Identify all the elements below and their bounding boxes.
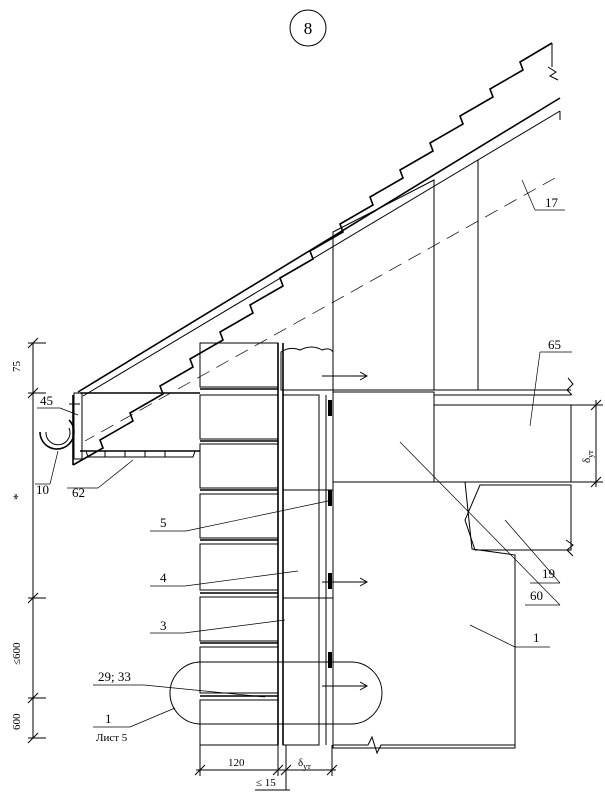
masonry-wall <box>332 179 516 749</box>
sheet-number-badge: 8 <box>289 9 327 47</box>
left-dimension-chain <box>27 337 46 744</box>
roof-insulation <box>433 377 574 483</box>
callout-10: 10 <box>36 482 49 497</box>
gutter <box>39 403 80 450</box>
detail-highlight-oval <box>169 661 383 725</box>
right-dimension <box>571 399 603 488</box>
callout-1-right: 1 <box>533 630 540 645</box>
callout-17: 17 <box>545 195 559 210</box>
sheet-number-text: 8 <box>304 19 313 38</box>
bottom-dimension-chain <box>194 745 338 791</box>
callout-19: 19 <box>542 566 555 581</box>
dim-star: * <box>10 494 25 501</box>
dim-delta-right: δут <box>581 450 595 463</box>
callout-sheet-ref: Лист 5 <box>96 732 128 744</box>
anchor-ties <box>322 371 369 691</box>
wall-break-line <box>333 735 515 755</box>
brick-facing <box>199 342 279 746</box>
eaves-soffit <box>73 392 200 460</box>
dim-le-15: ≤ 15 <box>256 777 276 789</box>
floor-beam <box>464 484 574 557</box>
floor-belt <box>332 391 435 483</box>
roof-covering <box>72 42 561 466</box>
callout-65: 65 <box>548 337 561 352</box>
leader-lines <box>35 179 572 728</box>
callout-62: 62 <box>72 485 85 500</box>
callout-4: 4 <box>160 570 167 585</box>
dim-delta-bottom: δут <box>298 757 311 771</box>
dim-75: 75 <box>11 361 23 373</box>
dim-600: 600 <box>11 713 23 730</box>
callout-5: 5 <box>160 515 167 530</box>
wall-insulation <box>277 343 333 746</box>
callout-60: 60 <box>530 588 543 603</box>
callout-45: 45 <box>40 393 53 408</box>
callout-3: 3 <box>160 618 167 633</box>
callout-29-33: 29; 33 <box>98 669 131 684</box>
gravel-fill <box>280 346 334 391</box>
dim-120: 120 <box>228 757 245 769</box>
rafter <box>84 111 561 442</box>
dim-le-600: ≤600 <box>11 642 23 665</box>
callout-1-left: 1 <box>105 711 112 726</box>
